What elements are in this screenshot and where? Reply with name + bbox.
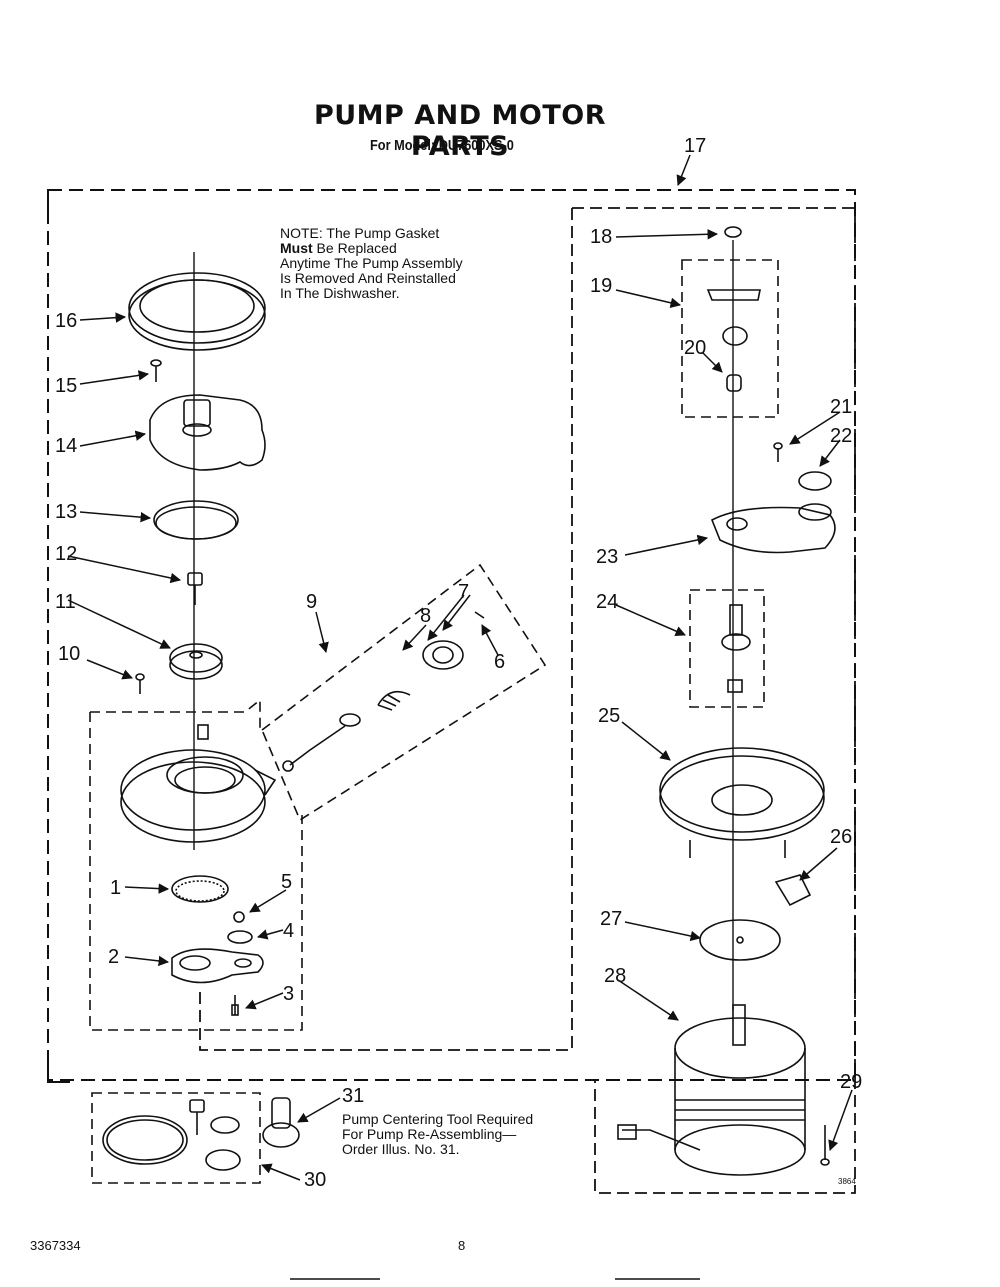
- screw-29-part: [820, 1125, 830, 1166]
- pump-housing-part: [120, 724, 277, 843]
- part-label-1: 1: [110, 877, 121, 899]
- note-line-3: Anytime The Pump Assembly: [280, 255, 463, 271]
- note-must-bold: Must: [280, 240, 313, 256]
- note-line-5: In The Dishwasher.: [280, 285, 400, 301]
- screw-21-part: [773, 442, 783, 462]
- centering-note-line-1: Pump Centering Tool Required: [342, 1111, 534, 1127]
- terminal-block-26-part: [774, 874, 812, 907]
- item-24-box: [689, 589, 765, 708]
- gasket-22-part: [798, 471, 832, 491]
- motor-28-part: [617, 1004, 806, 1176]
- note-line-2: Be Replaced: [312, 240, 397, 256]
- screw-15-part: [150, 359, 162, 382]
- note-line-1: NOTE: The Pump Gasket: [280, 225, 440, 241]
- bolt-12-part: [187, 572, 203, 605]
- part-label-30: 30: [304, 1169, 326, 1191]
- part-label-25: 25: [598, 705, 620, 727]
- shaft-24-part: [721, 604, 751, 693]
- kit-30-contents: [102, 1099, 241, 1171]
- centering-tool-note: Pump Centering Tool Required For Pump Re…: [342, 1112, 533, 1157]
- page-number: 8: [458, 1238, 466, 1253]
- part-label-22: 22: [830, 425, 852, 447]
- part-label-28: 28: [604, 965, 626, 987]
- part-number-labels: 16 15 14 13 12 11 10 9 8 7 6 1 5 4 2 3 1…: [55, 135, 862, 1191]
- part-label-6: 6: [494, 651, 505, 673]
- bushing-20-part: [726, 374, 742, 392]
- part-label-12: 12: [55, 543, 77, 565]
- motor-assembly-box: [199, 207, 856, 1194]
- part-label-14: 14: [55, 435, 77, 457]
- solenoid-box: [261, 563, 547, 822]
- part-label-11: 11: [55, 591, 76, 613]
- disc-27-part: [699, 919, 781, 961]
- part-label-15: 15: [55, 375, 77, 397]
- page-title: PUMP AND MOTOR PARTS: [313, 100, 607, 162]
- valve-housing-part: [171, 948, 264, 984]
- item-19-box: [681, 259, 779, 418]
- centering-tool-31-part: [262, 1097, 300, 1148]
- pump-gasket-note: NOTE: The Pump Gasket Must Be Replaced A…: [280, 226, 463, 301]
- document-number: 3367334: [30, 1238, 81, 1253]
- nut-18-part: [724, 226, 742, 238]
- gasket-kit-box: [91, 1092, 261, 1184]
- part-label-7: 7: [458, 581, 469, 603]
- part-label-5: 5: [281, 871, 292, 893]
- part-label-21: 21: [830, 396, 852, 418]
- motor-cover-23-part: [710, 503, 836, 554]
- part-label-19: 19: [590, 275, 612, 297]
- part-label-16: 16: [55, 310, 77, 332]
- part-label-3: 3: [283, 983, 294, 1005]
- part-label-24: 24: [596, 591, 618, 613]
- o-ring-4-part: [227, 930, 253, 944]
- pump-assembly-box: [89, 698, 303, 1031]
- part-label-8: 8: [420, 605, 431, 627]
- note-line-4: Is Removed And Reinstalled: [280, 270, 456, 286]
- outer-dashed-frame: [47, 189, 856, 1081]
- motor-bracket-25-part: [659, 747, 825, 858]
- bracket-19-part: [706, 289, 761, 346]
- solenoid-parts: [282, 611, 485, 772]
- part-label-18: 18: [590, 226, 612, 248]
- screw-3-part: [231, 995, 239, 1016]
- filter-screen-part: [171, 875, 229, 903]
- impeller-part: [169, 643, 223, 680]
- part-label-9: 9: [306, 591, 317, 613]
- part-label-2: 2: [108, 946, 119, 968]
- ball-5-part: [233, 911, 245, 923]
- part-label-26: 26: [830, 826, 852, 848]
- centering-note-line-2: For Pump Re-Assembling—: [342, 1126, 517, 1142]
- corner-ticks: [47, 190, 70, 1083]
- part-label-29: 29: [840, 1071, 862, 1093]
- centering-note-line-3: Order Illus. No. 31.: [342, 1141, 460, 1157]
- part-label-23: 23: [596, 546, 618, 568]
- ring-13-part: [153, 500, 239, 540]
- part-label-4: 4: [283, 920, 294, 942]
- part-label-17: 17: [684, 135, 706, 157]
- pump-cover-part: [149, 394, 266, 471]
- leader-arrows: [67, 154, 853, 1181]
- pump-gasket-part: [128, 272, 266, 351]
- part-label-27: 27: [600, 908, 622, 930]
- part-label-13: 13: [55, 501, 77, 523]
- part-label-10: 10: [58, 643, 80, 665]
- part-label-20: 20: [684, 337, 706, 359]
- illustration-number: 3864: [838, 1177, 856, 1186]
- screw-10-part: [135, 673, 145, 694]
- model-subtitle: For Model: DU7600XS-0: [370, 137, 514, 154]
- part-label-31: 31: [342, 1085, 364, 1107]
